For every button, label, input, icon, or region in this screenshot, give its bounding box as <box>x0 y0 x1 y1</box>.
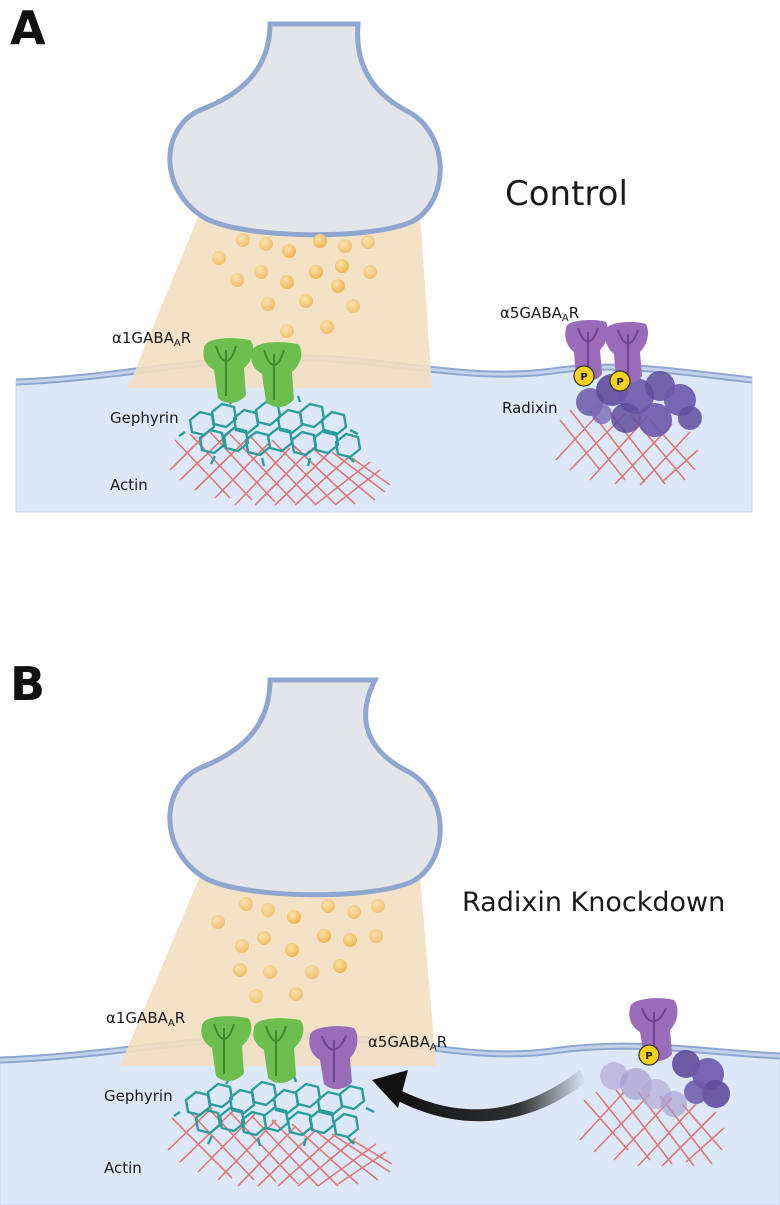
condition-title: Control <box>505 174 628 214</box>
synaptic-vesicles <box>211 897 385 1003</box>
actin-mesh-icon <box>579 1089 725 1167</box>
actin-mesh-icon <box>555 409 699 486</box>
svg-text:P: P <box>616 377 623 388</box>
svg-text:P: P <box>580 372 587 383</box>
synaptic-vesicle-icon <box>239 897 253 911</box>
synaptic-vesicle-icon <box>287 910 301 924</box>
synaptic-vesicle-icon <box>305 965 319 979</box>
presynaptic-terminal <box>167 677 443 898</box>
radixin-cluster-icon <box>600 1050 730 1117</box>
synaptic-vesicle-icon <box>263 965 277 979</box>
translocation-arrow-icon <box>372 1070 586 1122</box>
synaptic-vesicle-icon <box>320 320 334 334</box>
phospho-marker: P <box>573 365 595 387</box>
synaptic-vesicle-icon <box>343 933 357 947</box>
gaba-a-receptor-alpha5-icon <box>605 322 648 384</box>
alpha5-receptor-label: α5GABAAR <box>368 1033 447 1053</box>
synaptic-vesicle-icon <box>361 235 375 249</box>
synaptic-vesicle-icon <box>254 265 268 279</box>
gephyrin-label: Gephyrin <box>110 409 179 427</box>
phospho-marker: P <box>638 1044 660 1066</box>
synaptic-vesicle-icon <box>236 233 250 247</box>
phospho-marker: P <box>609 370 631 392</box>
release-zone-cone <box>128 212 432 388</box>
synaptic-vesicle-icon <box>233 963 247 977</box>
synaptic-vesicle-icon <box>259 237 273 251</box>
alpha5-receptor-label: α5GABAAR <box>500 304 579 324</box>
synaptic-vesicle-icon <box>331 279 345 293</box>
radixin-label: Radixin <box>502 399 558 417</box>
synaptic-vesicle-icon <box>363 265 377 279</box>
actin-label: Actin <box>104 1159 142 1177</box>
synaptic-vesicle-icon <box>212 251 226 265</box>
synaptic-vesicles <box>212 233 377 338</box>
panel-a-letter: A <box>10 1 46 55</box>
synaptic-vesicle-icon <box>371 899 385 913</box>
actin-label: Actin <box>110 476 148 494</box>
synaptic-vesicle-icon <box>313 234 327 248</box>
synaptic-vesicle-icon <box>309 265 323 279</box>
gephyrin-label: Gephyrin <box>104 1087 173 1105</box>
synaptic-vesicle-icon <box>257 931 271 945</box>
synaptic-vesicle-icon <box>285 943 299 957</box>
presynaptic-terminal <box>167 21 443 238</box>
panel-b: B <box>0 657 780 1205</box>
synaptic-vesicle-icon <box>338 239 352 253</box>
gephyrin-lattice-icon <box>178 395 362 467</box>
synaptic-vesicle-icon <box>261 903 275 917</box>
release-zone-cone <box>120 876 436 1066</box>
gaba-a-receptor-alpha5-icon <box>309 1026 358 1090</box>
alpha1-receptor-label: α1GABAAR <box>106 1009 185 1029</box>
synaptic-vesicle-icon <box>261 297 275 311</box>
synaptic-vesicle-icon <box>235 939 249 953</box>
gaba-a-receptor-alpha1-icon <box>201 1016 252 1082</box>
synaptic-vesicle-icon <box>282 244 296 258</box>
actin-mesh-icon <box>167 1107 393 1187</box>
condition-title: Radixin Knockdown <box>462 887 725 918</box>
synaptic-vesicle-icon <box>211 915 225 929</box>
synaptic-vesicle-icon <box>299 294 313 308</box>
synaptic-vesicle-icon <box>347 905 361 919</box>
panel-a: A <box>10 1 753 513</box>
synaptic-vesicle-icon <box>333 959 347 973</box>
synaptic-vesicle-icon <box>280 275 294 289</box>
synaptic-vesicle-icon <box>249 989 263 1003</box>
synaptic-vesicle-icon <box>317 929 331 943</box>
synaptic-vesicle-icon <box>289 987 303 1001</box>
synaptic-vesicle-icon <box>230 273 244 287</box>
synaptic-vesicle-icon <box>335 259 349 273</box>
actin-mesh-icon <box>169 429 391 506</box>
alpha1-receptor-label: α1GABAAR <box>112 329 191 349</box>
synaptic-vesicle-icon <box>321 899 335 913</box>
panel-b-letter: B <box>10 657 45 711</box>
synaptic-vesicle-icon <box>369 929 383 943</box>
svg-text:P: P <box>645 1051 652 1062</box>
synaptic-vesicle-icon <box>346 299 360 313</box>
gaba-a-receptor-alpha1-icon <box>253 1018 304 1084</box>
synaptic-vesicle-icon <box>280 324 294 338</box>
gaba-a-receptor-alpha1-icon <box>251 342 302 408</box>
gaba-a-receptor-alpha1-icon <box>203 338 254 404</box>
